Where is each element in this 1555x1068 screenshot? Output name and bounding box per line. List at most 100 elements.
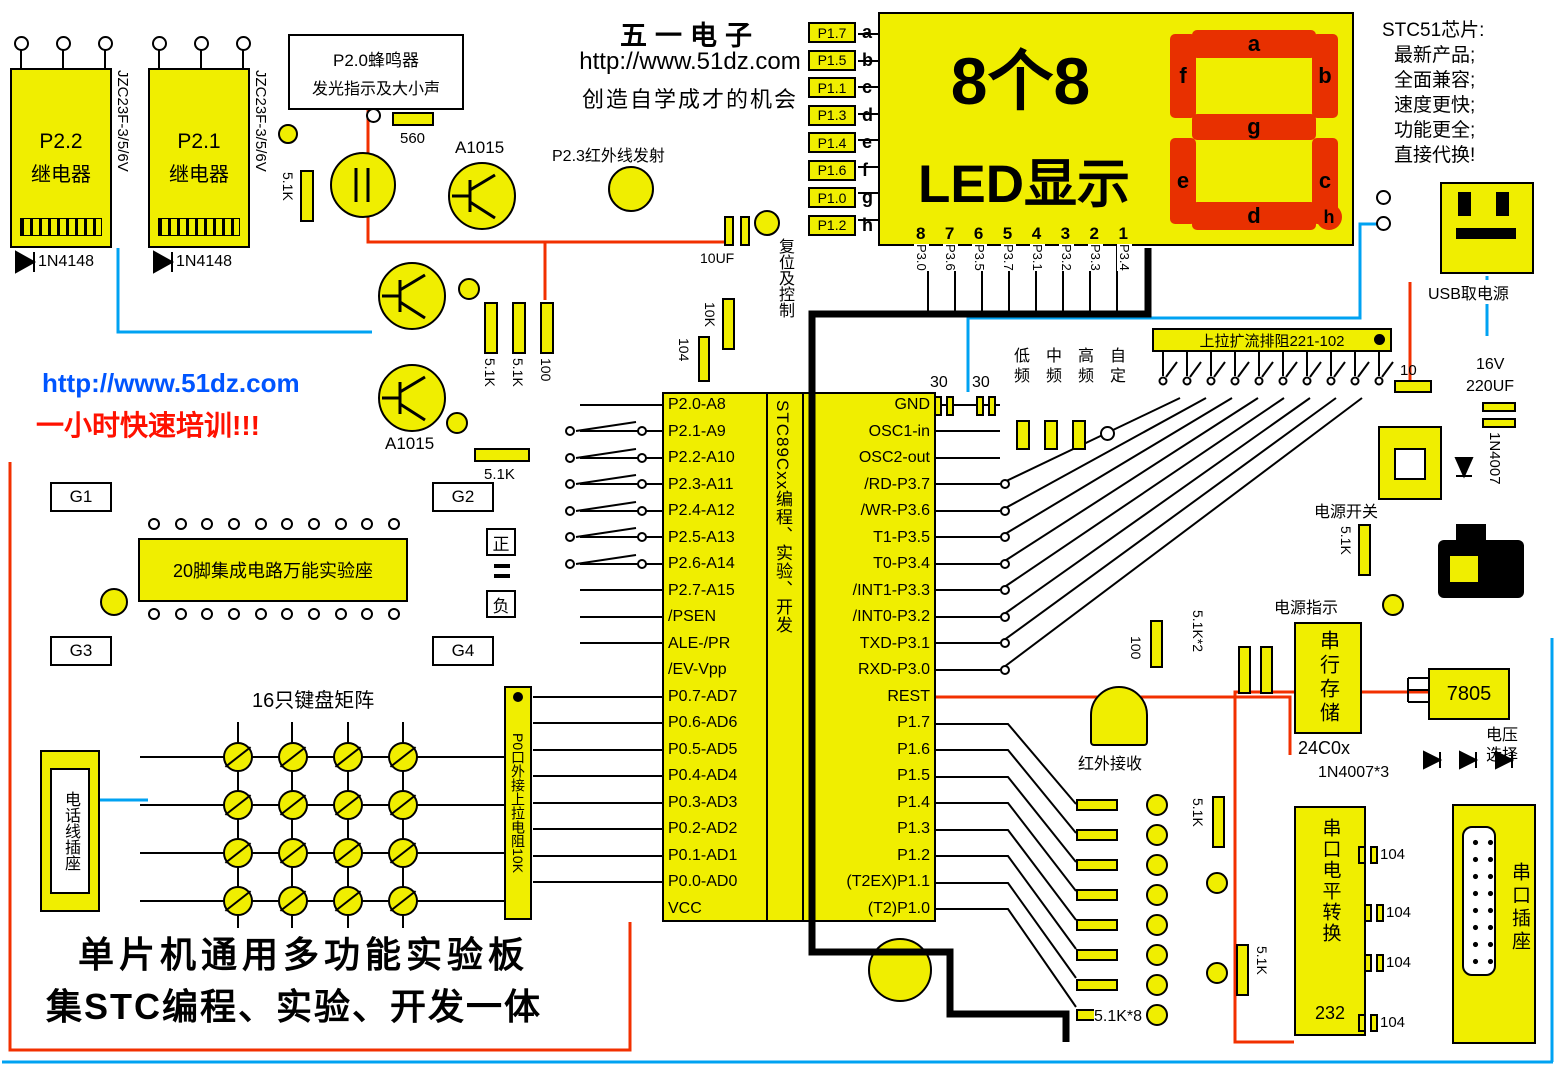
mcu-chip: [662, 392, 936, 922]
resistor: [1076, 829, 1118, 841]
display-digit-numbers: 8 7 6 5 4 3 2 1: [916, 224, 1128, 244]
led-icon: [1206, 872, 1228, 894]
mcu-right-pins: GND OSC1-in OSC2-out /RD-P3.7 /WR-P3.6 T…: [806, 392, 930, 922]
key-button: [333, 790, 363, 820]
segment-h-dot: h: [1316, 204, 1342, 230]
led-icon: [458, 278, 480, 300]
stc51-note: STC51芯片: 最新产品; 全面兼容; 速度更快; 功能更全; 直接代换!: [1382, 18, 1552, 168]
mcu-pin: VCC: [668, 899, 702, 917]
display-pin: P1.3: [808, 104, 856, 126]
segment-d: d: [1192, 202, 1316, 230]
mcu-pin: /EV-Vpp: [668, 661, 727, 679]
crystal-icon: [1044, 420, 1058, 450]
eeprom-label: 串行存储: [1316, 630, 1339, 726]
mcu-pin: /PSEN: [668, 608, 717, 626]
black-wires: [20, 33, 1428, 1008]
key-button: [223, 838, 253, 868]
freq-select-row2: 频 频 频 定: [1014, 362, 1126, 386]
brand-slogan: 创造自学成才的机会: [581, 87, 798, 112]
terminal-screw: [194, 36, 209, 51]
led-icon: [1146, 854, 1168, 876]
resistor: [1076, 979, 1118, 991]
resistor-label: 5.1K: [1190, 798, 1206, 827]
serial-level-part: 232: [1314, 1003, 1346, 1023]
footer-title-1: 单片机通用多功能实验板: [78, 934, 530, 975]
cap-30-label: 30: [972, 374, 990, 391]
relay-name: P2.2: [39, 129, 83, 153]
segment-g: g: [1192, 114, 1316, 140]
socket-pin: [227, 608, 240, 620]
digit-number: 8: [916, 224, 926, 243]
resistor: [1150, 620, 1163, 668]
capacitor-plate: [1376, 954, 1384, 972]
capacitor-plate: [1370, 1014, 1378, 1032]
led-icon: [446, 412, 468, 434]
mcu-pin: P0.6-AD6: [668, 714, 738, 732]
resistor: [1238, 646, 1251, 694]
relay-p22: P2.2 继电器: [10, 68, 112, 248]
segment-letter: d: [862, 104, 873, 125]
p3-pin: P3.2: [1059, 244, 1074, 271]
resistor-560-label: 560: [400, 130, 426, 147]
mcu-pin: GND: [894, 396, 930, 414]
cap-30-label: 30: [930, 374, 948, 391]
resistor-560: [392, 112, 434, 126]
digit-number: 4: [1031, 224, 1042, 243]
resistor-label: 5.1K: [484, 466, 515, 483]
freq-option: 频: [1014, 368, 1031, 385]
digit-number: 1: [1118, 224, 1128, 243]
transistor-label-q3: A1015: [385, 434, 435, 453]
led-icon: [1146, 794, 1168, 816]
mcu-pin: /WR-P3.6: [860, 502, 930, 520]
relay-name: P2.1: [177, 129, 221, 153]
transistor-label-q1: A1015: [455, 138, 505, 157]
freq-option: 频: [1077, 368, 1094, 385]
terminal-screw: [236, 36, 251, 51]
segment-b: b: [1312, 34, 1338, 118]
resistor: [484, 302, 498, 354]
polarity-positive: 正: [486, 528, 516, 556]
mcu-pin: (T2)P1.0: [867, 899, 930, 917]
stc51-line: 最新产品;: [1394, 45, 1476, 66]
capacitor-plate: [1358, 1014, 1366, 1032]
led-row: [1076, 944, 1168, 966]
mcu-left-pins: P2.0-A8 P2.1-A9 P2.2-A10 P2.3-A11 P2.4-A…: [668, 392, 764, 922]
dc-jack-tab: [1456, 524, 1486, 542]
key-button: [388, 742, 418, 772]
key-button: [223, 790, 253, 820]
usb-slot: [1456, 228, 1516, 239]
segment-a: a: [1192, 30, 1316, 58]
switch-contact: [1376, 216, 1391, 231]
key-button: [333, 742, 363, 772]
mcu-pin: ALE-/PR: [668, 634, 731, 652]
mcu-pin: P0.3-AD3: [668, 793, 738, 811]
segment-letter: g: [862, 187, 873, 208]
key-button: [388, 886, 418, 916]
mcu-pin: P2.6-A14: [668, 555, 735, 573]
eeprom-part-label: 24C0x: [1298, 738, 1351, 759]
resistor-5k1-label: 5.1K: [280, 172, 296, 201]
mcu-core-label: STC89Cxx编程、实验、开发: [773, 400, 792, 635]
segment-letter: c: [862, 77, 873, 98]
mcu-pin: RXD-P3.0: [857, 661, 930, 679]
resistor-bank-label: 5.1K*8: [1094, 1008, 1143, 1026]
socket-pin: [361, 608, 374, 620]
dc-jack-icon: [1438, 540, 1524, 598]
mcu-pin: (T2EX)P1.1: [846, 873, 930, 891]
segment-letter: h: [862, 214, 873, 235]
mcu-pin: P1.2: [897, 846, 930, 864]
segment-letter: b: [862, 49, 873, 70]
resistor: [474, 448, 530, 462]
key-button: [388, 790, 418, 820]
serial-socket: 串口插座: [1452, 804, 1536, 1044]
p3-pin: P3.7: [1001, 244, 1016, 271]
stc51-line: 全面兼容;: [1394, 70, 1476, 91]
socket-pin: [307, 518, 320, 530]
display-pin: P1.2: [808, 214, 856, 236]
capacitor-plate: [946, 396, 954, 416]
socket-pin: [254, 608, 267, 620]
mcu-pin: P0.1-AD1: [668, 846, 738, 864]
footer-title-2: 集STC编程、实验、开发一体: [46, 986, 543, 1027]
buzzer-title: P2.0蜂鸣器: [333, 50, 419, 70]
